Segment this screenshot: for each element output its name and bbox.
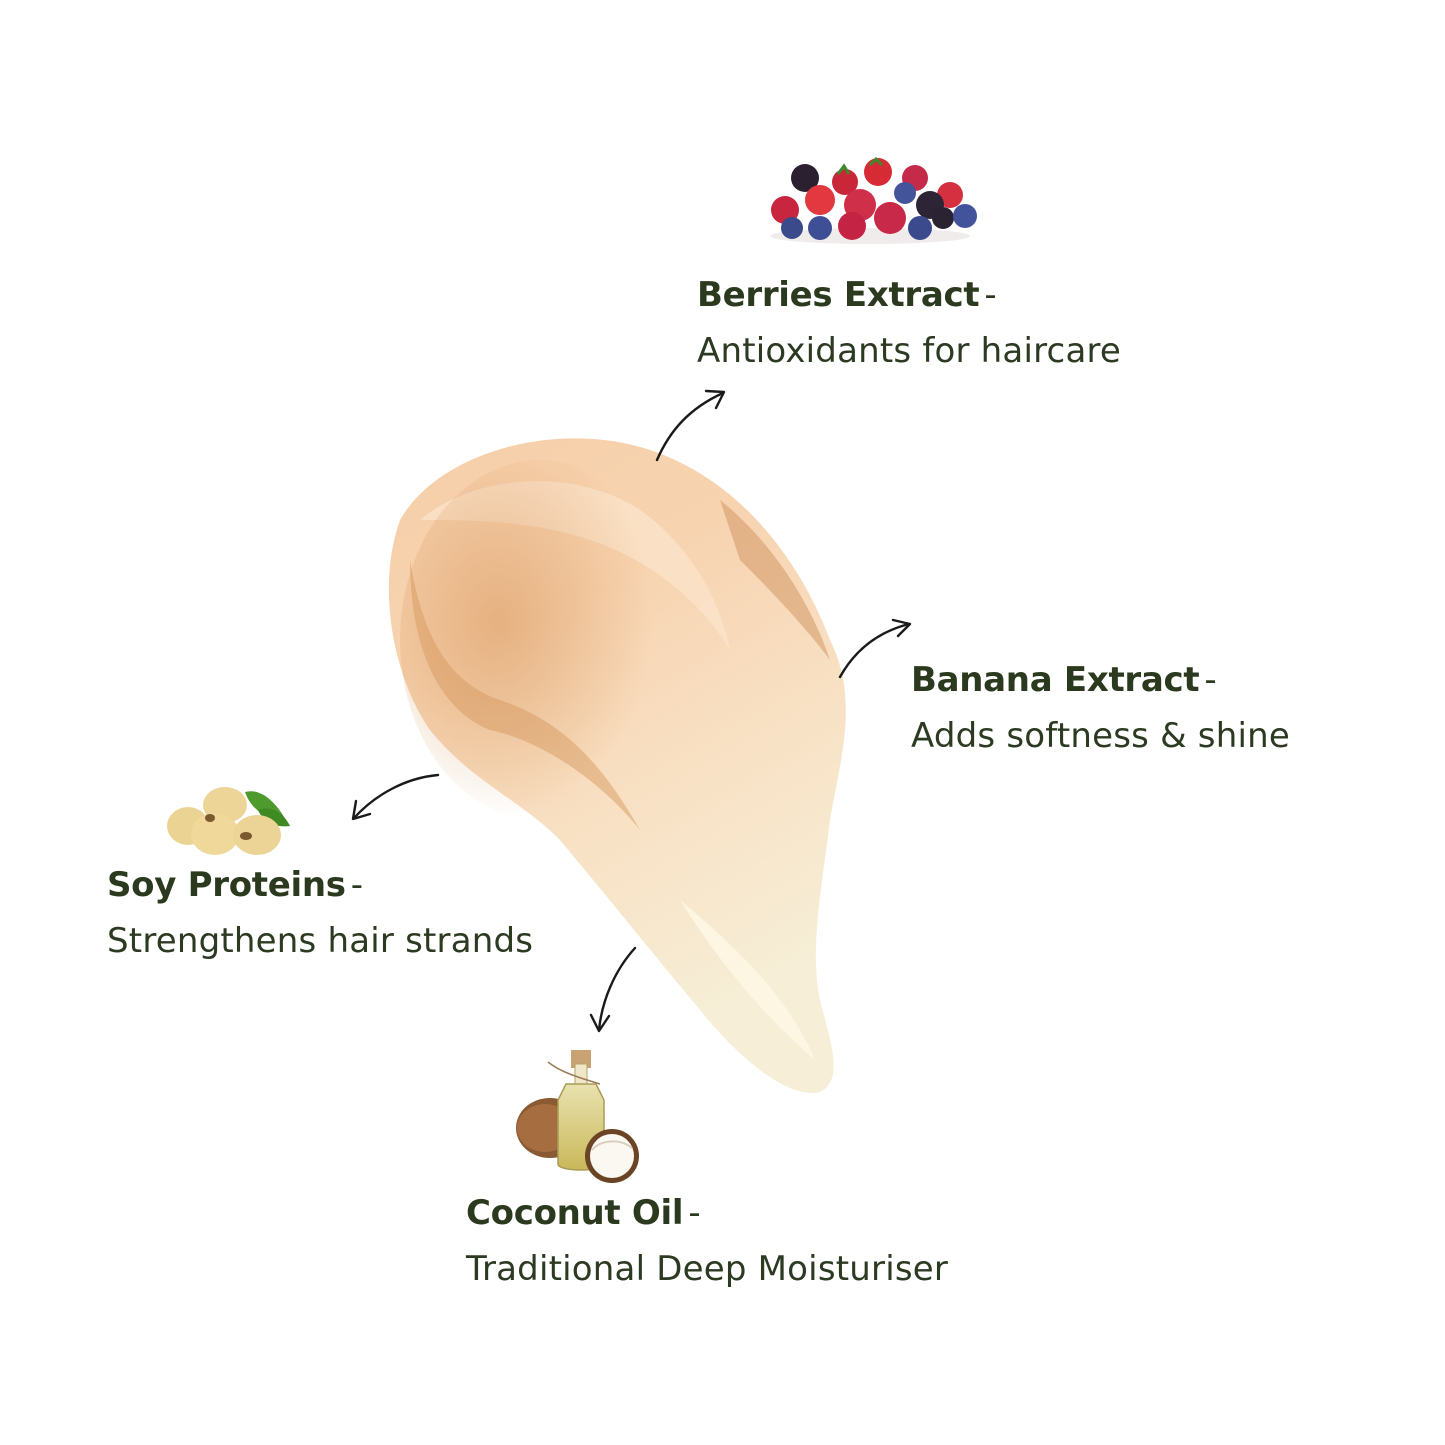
ingredient-name: Coconut Oil <box>466 1193 684 1233</box>
separator: - <box>984 275 997 315</box>
ingredient-name: Berries Extract <box>697 275 980 315</box>
ingredient-berries: Berries Extract - Antioxidants for hairc… <box>697 278 1121 368</box>
ingredient-name: Soy Proteins <box>107 865 346 905</box>
ingredient-description: Antioxidants for haircare <box>697 331 1122 371</box>
separator: - <box>688 1193 701 1233</box>
arrow-banana <box>838 622 911 679</box>
berries-icon <box>770 156 977 244</box>
ingredient-description: Strengthens hair strands <box>107 921 534 961</box>
separator: - <box>350 865 364 905</box>
ingredient-description: Adds softness & shine <box>911 716 1290 756</box>
arrow-banana-head <box>891 618 912 638</box>
arrow-berries <box>655 391 725 462</box>
coconut-oil-icon <box>516 1050 639 1183</box>
separator: - <box>1204 660 1217 700</box>
cream-swatch <box>388 438 846 1094</box>
ingredient-soy: Soy Proteins - Strengthens hair strands <box>107 868 533 958</box>
arrow-coconut <box>597 946 637 1032</box>
soybean-icon <box>167 787 290 855</box>
arrow-soy-head <box>351 799 372 821</box>
ingredient-banana: Banana Extract - Adds softness & shine <box>911 663 1290 753</box>
ingredient-name: Banana Extract <box>911 660 1200 700</box>
arrow-coconut-head <box>589 1013 611 1033</box>
ingredient-coconut: Coconut Oil - Traditional Deep Moisturis… <box>466 1196 948 1286</box>
ingredient-description: Traditional Deep Moisturiser <box>466 1249 949 1289</box>
arrow-berries-head <box>704 389 726 410</box>
arrow-soy <box>352 773 440 820</box>
